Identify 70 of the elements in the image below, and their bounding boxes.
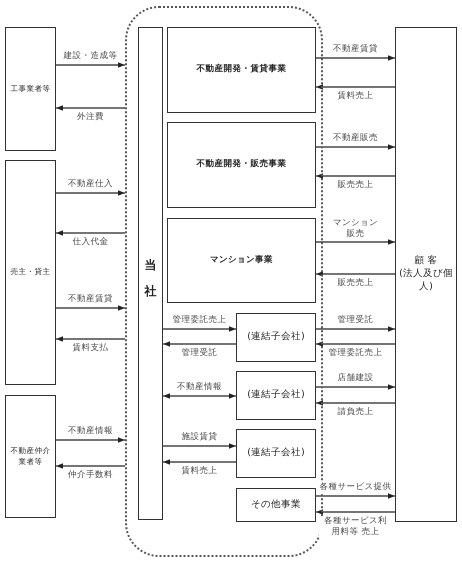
edge-label: 店舗建設 [336,373,376,384]
arrow [316,173,395,179]
edge-label: 外注費 [75,112,106,123]
party-box [5,27,56,151]
arrow [163,459,236,465]
company-bar [138,27,163,520]
edge-label: 請負売上 [336,407,376,418]
edge-label: 賃料売上 [336,91,376,102]
subsidiary-box [236,429,316,478]
edge-label: 施設賃貸 [180,432,220,443]
edge-label: 仲介手数料 [66,470,115,481]
edge-label: 不動産情報 [175,382,224,393]
arrow [316,55,395,61]
party-box [5,395,56,518]
customer-box [395,27,457,522]
arrow [56,336,125,342]
box-label: (連結子会社) [246,389,306,402]
box-label: マンション事業 [209,254,274,266]
arrow [56,62,125,68]
edge-label: 建設・造成等 [62,51,120,62]
edge-label: 各種サービス提供 [318,482,394,493]
arrow [56,190,125,196]
box-label: 不動産開発・賃貸事業 [196,64,288,76]
box-label: (連結子会社) [246,331,306,344]
box-label: (法人及び個人) [398,268,454,294]
arrow [316,144,395,150]
edge-label: 賃料売上 [180,466,220,477]
edge-label: 管理委託売上 [326,348,384,359]
edge-label: 販売売上 [336,278,376,289]
arrow [316,326,395,332]
box-label: (連結子会社) [246,447,306,460]
arrow [316,493,395,499]
business-box [236,488,316,522]
subsidiary-box [236,371,316,420]
box-label: 顧 客 [414,255,439,268]
arrow [316,509,395,515]
arrow [56,463,125,469]
arrow [56,230,125,236]
arrow [163,326,236,332]
business-box [167,218,316,303]
subsidiary-box [236,313,316,362]
arrow [316,84,395,90]
edge-label: 不動産販売 [331,133,380,144]
edge-label: 販売売上 [336,180,376,191]
edge-label: 仕入代金 [70,237,110,248]
arrow [163,443,236,449]
edge-label: 管理受託 [180,348,220,359]
arrow [163,341,236,347]
box-label: その他事業 [250,498,302,512]
party-box [5,160,56,385]
arrow [56,437,125,443]
edge-label: 管理委託売上 [170,315,228,326]
edge-label: 不動産情報 [66,426,115,437]
arrow [316,384,395,390]
business-box [167,122,316,208]
edge-label: 不動産仕入 [66,179,115,190]
arrow [163,393,236,399]
edge-label: 管理受託 [336,315,376,326]
box-label: 不動産開発・販売事業 [196,159,288,171]
arrow [316,271,395,277]
arrow [56,305,125,311]
edge-label: 不動産賃貸 [66,294,115,305]
arrow [56,105,125,111]
arrow [316,400,395,406]
business-box [167,27,316,113]
edge-label: 不動産賃貸 [331,44,380,55]
arrow [316,341,395,347]
edge-label: 賃料支払 [70,343,110,354]
box-label: 当社 [142,248,159,300]
arrow [316,239,395,245]
